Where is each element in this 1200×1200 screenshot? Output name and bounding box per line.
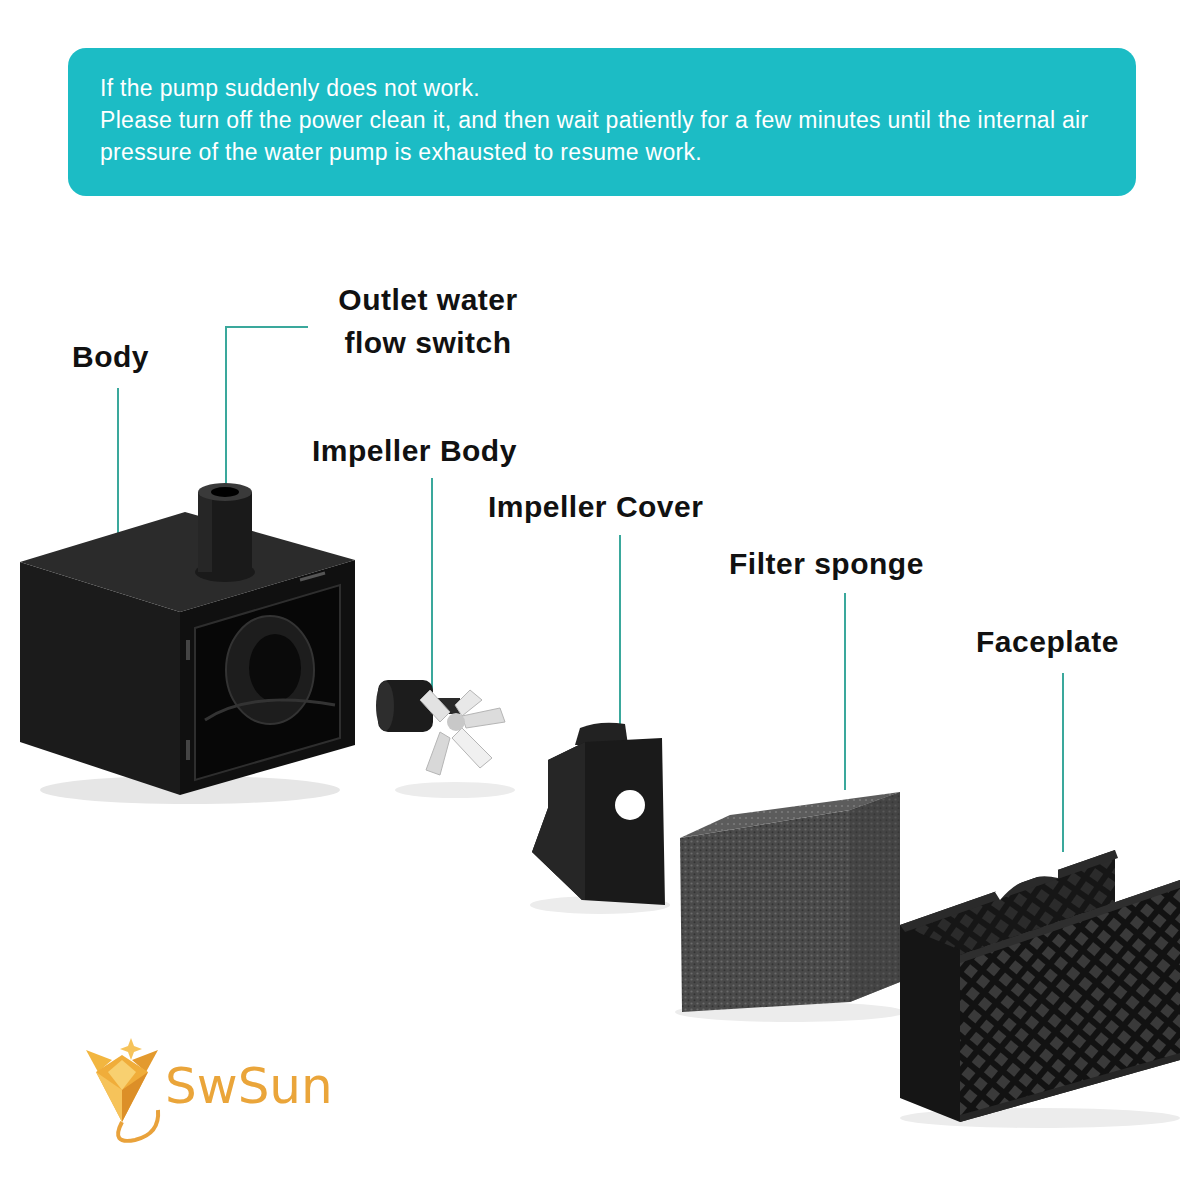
- leader-line: [226, 327, 308, 486]
- illustration-shape: [960, 1053, 1180, 1122]
- illustration-shape: [205, 700, 335, 720]
- note-text: If the pump suddenly does not work.: [100, 72, 1106, 104]
- illustration-shape: [615, 790, 645, 820]
- illustration-shape: [960, 880, 1180, 963]
- impeller-cover: [530, 723, 670, 914]
- pump-body: [20, 483, 355, 804]
- illustration-shape: [995, 868, 1058, 900]
- illustration-shape: [376, 681, 394, 731]
- illustration-shape: [118, 1110, 158, 1141]
- illustration-shape: [120, 1038, 142, 1060]
- part-name: Faceplate: [976, 624, 1119, 660]
- illustration-shape: [452, 728, 492, 768]
- brand-logo: SwSun: [165, 1058, 333, 1114]
- illustration-shape: [420, 690, 450, 722]
- part-name: Body: [72, 339, 149, 375]
- illustration-shape: [186, 640, 190, 660]
- leader-line: [844, 593, 846, 790]
- filter-sponge: [675, 792, 905, 1022]
- illustration-shape: [96, 1055, 148, 1122]
- faceplate: [900, 850, 1180, 1128]
- illustration-shape: [226, 616, 314, 724]
- illustration-shape: [426, 732, 450, 775]
- illustration-shape: [850, 792, 900, 1002]
- illustration-shape: [300, 573, 325, 580]
- illustration-shape: [850, 792, 900, 1002]
- illustration-shape: [532, 742, 585, 900]
- illustration-shape: [186, 740, 190, 760]
- illustration-shape: [198, 492, 252, 572]
- part-name: Outlet water flow switch: [312, 278, 544, 364]
- illustration-shape: [108, 1060, 136, 1090]
- part-name: Impeller Cover: [488, 489, 703, 525]
- illustration-shape: [211, 487, 239, 497]
- illustration-shape: [532, 738, 665, 905]
- part-name: Filter sponge: [729, 546, 924, 582]
- illustration-shape: [180, 560, 355, 795]
- illustration-shape: [462, 708, 505, 728]
- logo-icon: [86, 1038, 158, 1141]
- leader-line: [117, 388, 119, 540]
- leader-line: [619, 535, 621, 730]
- illustration-shape: [198, 483, 252, 501]
- part-name: Impeller Body: [312, 433, 517, 469]
- illustration-shape: [249, 634, 301, 702]
- illustration-shape: [195, 585, 340, 780]
- illustration-shape: [960, 880, 1180, 1122]
- impeller: [376, 680, 515, 798]
- illustration-shape: [198, 492, 212, 572]
- note-text: Please turn off the power clean it, and …: [100, 104, 1106, 168]
- leader-line: [1062, 673, 1064, 852]
- illustration-shape: [447, 713, 465, 731]
- illustration-shape: [395, 782, 515, 798]
- illustration-shape: [680, 810, 850, 1012]
- leader-line: [431, 478, 433, 700]
- illustration-shape: [900, 925, 960, 1122]
- illustration-shape: [455, 690, 482, 716]
- note-banner: If the pump suddenly does not work.Pleas…: [68, 48, 1136, 196]
